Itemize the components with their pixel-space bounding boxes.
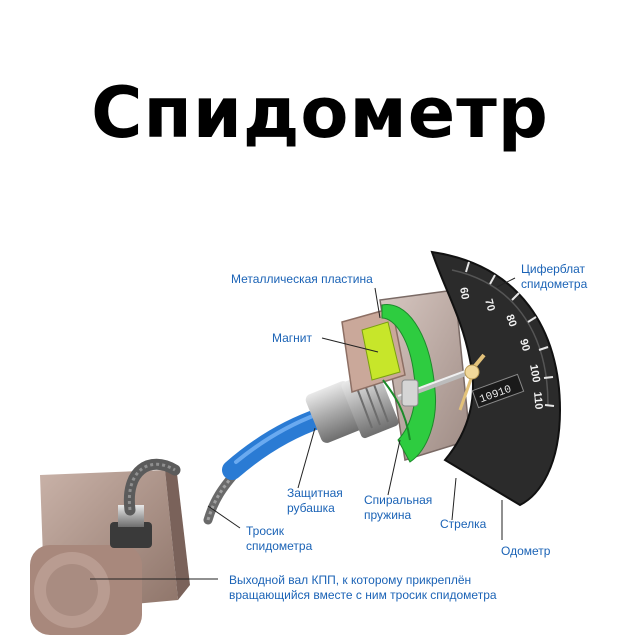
label-dial: Циферблат спидометра	[521, 262, 587, 292]
dial-number-60: 60	[457, 286, 471, 300]
label-spiral-spring: Спиральная пружина	[364, 493, 432, 523]
label-magnet: Магнит	[272, 331, 313, 345]
label-spiral-spring-line1: Спиральная	[364, 493, 433, 507]
leader-lines	[90, 277, 516, 580]
dial-number-80: 80	[503, 313, 518, 329]
label-protective-sleeve: Защитная рубашка	[287, 486, 343, 516]
speedometer-dial: 60 70 80 90 100 110 10910	[430, 250, 562, 507]
label-output-shaft: Выходной вал КПП, к которому прикреплён …	[229, 573, 497, 603]
protective-sleeve	[222, 408, 330, 480]
speedometer-housing	[341, 289, 471, 463]
label-cable-line1: Тросик	[246, 524, 284, 538]
label-odometer: Одометр	[501, 544, 551, 558]
magnet	[361, 321, 401, 381]
label-cable: Тросик спидометра	[246, 524, 312, 554]
odometer-window	[471, 373, 525, 409]
speedometer-needle	[458, 353, 486, 411]
gearbox-housing	[30, 465, 190, 635]
page-title: Спидометр	[91, 72, 549, 154]
dial-number-90: 90	[517, 338, 532, 353]
label-protective-sleeve-line1: Защитная	[287, 486, 343, 500]
label-metal-plate: Металлическая пластина	[231, 272, 373, 286]
label-dial-line2: спидометра	[521, 277, 588, 291]
spiral-spring	[381, 303, 437, 463]
label-needle: Стрелка	[440, 517, 487, 531]
dial-number-100: 100	[527, 363, 542, 383]
label-cable-line2: спидометра	[246, 539, 313, 553]
label-spiral-spring-line2: пружина	[364, 508, 412, 522]
dial-number-70: 70	[482, 298, 497, 313]
dial-ticks	[465, 261, 555, 407]
label-output-shaft-line1: Выходной вал КПП, к которому прикреплён	[229, 573, 472, 587]
label-output-shaft-line2: вращающийся вместе с ним тросик спидомет…	[229, 588, 497, 602]
label-dial-line1: Циферблат	[521, 262, 586, 276]
dial-number-110: 110	[531, 391, 545, 410]
label-protective-sleeve-line2: рубашка	[287, 501, 335, 515]
